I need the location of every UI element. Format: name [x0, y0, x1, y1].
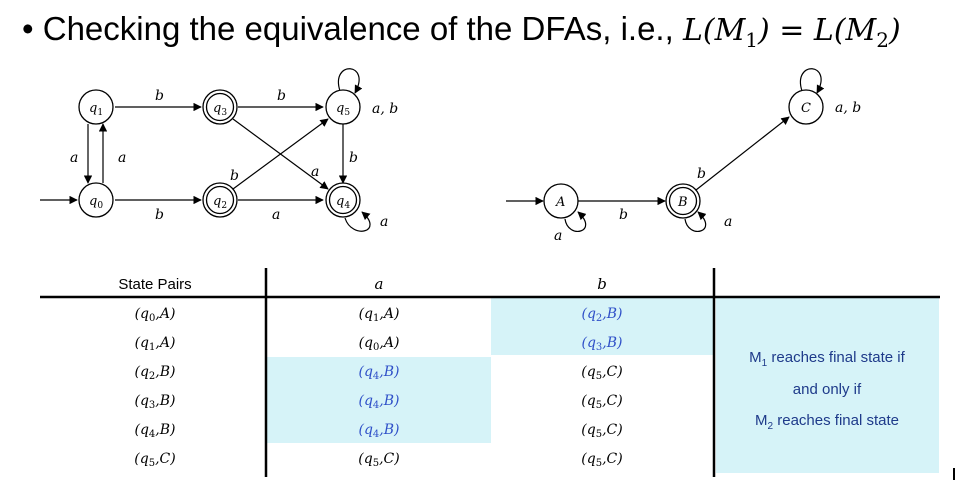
table-cell-r3-c2: (q5,C): [581, 393, 622, 411]
table-cell-r0-c1: (q1,A): [359, 306, 400, 324]
table-cell-r5-c1: (q5,C): [358, 451, 399, 469]
header-state-pairs: State Pairs: [118, 276, 191, 293]
svg-text:C: C: [801, 101, 811, 116]
table-cell-r2-c1: (q4,B): [358, 364, 399, 382]
loop-a: [564, 211, 587, 232]
table-cell-r1-c2: (q3,B): [581, 335, 622, 353]
label-q0-q1: a: [118, 150, 126, 166]
svg-text:q1: q1: [89, 101, 103, 118]
table-cell-r5-c2: (q5,C): [581, 451, 622, 469]
loop-c: [799, 68, 825, 94]
state-c: C: [788, 89, 824, 125]
label-b-loop: a: [724, 214, 732, 230]
slide-title: • Checking the equivalence of the DFAs, …: [22, 10, 901, 52]
svg-text:q5: q5: [336, 101, 350, 118]
svg-text:q0: q0: [89, 194, 103, 211]
table-cell-r0-c2: (q2,B): [581, 306, 622, 324]
svg-text:q3: q3: [213, 101, 227, 118]
label-q4-loop: a: [380, 214, 388, 230]
label-c-loop: a, b: [835, 100, 861, 116]
label-a-b: b: [619, 207, 628, 223]
dfa-m2: a b a b a, b A B C: [506, 68, 861, 244]
table-cell-r1-c1: (q0,A): [359, 335, 400, 353]
table-cell-r0-c0: (q0,A): [135, 306, 176, 324]
label-q0-q2: b: [155, 207, 164, 223]
state-q4: q4: [325, 182, 361, 218]
edge-q2-q5: [232, 118, 329, 190]
state-q5: q5: [325, 89, 361, 125]
label-q2-q5: a: [311, 164, 319, 180]
state-a: A: [543, 183, 579, 219]
table-rows: (q0,A) (q1,A) (q2,B) (q1,A) (q0,A) (q3,B) (q2,…: [134, 306, 622, 469]
loop-q5: [337, 68, 363, 94]
table-cell-r4-c1: (q4,B): [358, 422, 399, 440]
note-line-2: and only if: [793, 381, 862, 398]
label-q5-q4: b: [349, 150, 358, 166]
table-cell-r2-c2: (q5,C): [581, 364, 622, 382]
hl-b-row0: [491, 298, 713, 355]
title-text: Checking the equivalence of the DFAs, i.…: [42, 10, 683, 47]
state-b: B: [665, 183, 701, 219]
label-q3-q5: b: [277, 88, 286, 104]
label-q3-q4: b: [230, 168, 239, 184]
label-q5-loop: a, b: [372, 101, 398, 117]
state-q3: q3: [202, 89, 238, 125]
loop-b: [684, 211, 707, 232]
dfa-m1: b b a, b a a b a b a b a q1 q0 q3: [40, 68, 398, 232]
title-equation: L(M1) = L(M2): [682, 13, 901, 52]
title-bullet: •: [22, 10, 34, 47]
note-line-3: M2 reaches final state: [755, 412, 899, 432]
state-q0: q0: [78, 182, 114, 218]
table-cell-r5-c0: (q5,C): [134, 451, 175, 469]
label-q2-q4: a: [272, 207, 280, 223]
table-cell-r1-c0: (q1,A): [135, 335, 176, 353]
svg-text:q4: q4: [336, 194, 350, 211]
label-q1-q3: b: [155, 88, 164, 104]
table-cell-r3-c1: (q4,B): [358, 393, 399, 411]
table-cell-r2-c0: (q2,B): [134, 364, 175, 382]
header-a: a: [375, 275, 384, 293]
table-cell-r3-c0: (q3,B): [134, 393, 175, 411]
header-b: b: [597, 275, 607, 293]
label-b-c: b: [697, 166, 706, 182]
label-a-loop: a: [554, 228, 562, 244]
svg-text:A: A: [555, 195, 565, 210]
hl-note-column: [716, 298, 939, 473]
svg-text:q2: q2: [213, 194, 227, 211]
table-cell-r4-c0: (q4,B): [134, 422, 175, 440]
hl-a-rows234: [267, 357, 491, 443]
equivalence-table: State Pairs a b (q0,A) (q1,A) (q2,B) (q1,A)…: [40, 268, 955, 480]
state-q1: q1: [78, 89, 114, 125]
label-q1-q0: a: [70, 150, 78, 166]
edge-b-c: [695, 116, 790, 191]
svg-text:B: B: [677, 195, 688, 210]
table-cell-r4-c2: (q5,C): [581, 422, 622, 440]
state-q2: q2: [202, 182, 238, 218]
loop-q4: [344, 211, 371, 232]
note-line-1: M1 reaches final state if: [749, 349, 905, 369]
